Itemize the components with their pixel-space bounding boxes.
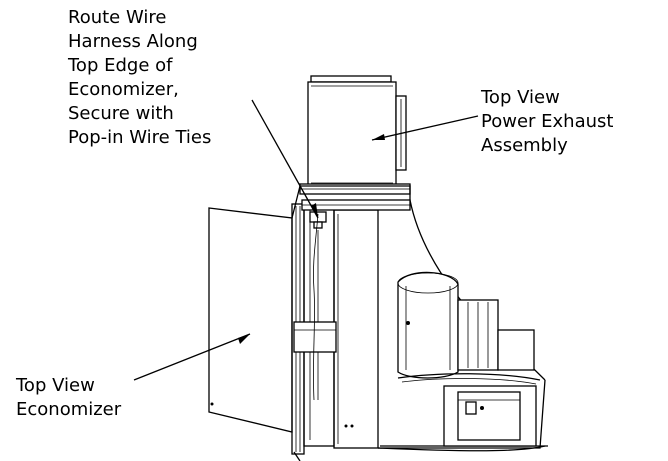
economizer-label: Top View Economizer	[16, 374, 121, 422]
route-wire-label: Route Wire Harness Along Top Edge of Eco…	[68, 6, 211, 150]
power-exhaust-line: Power Exhaust	[481, 111, 614, 132]
unit-frame	[291, 185, 411, 461]
power-exhaust-label: Top View Power Exhaust Assembly	[481, 86, 613, 158]
route-wire-line: Secure with	[68, 103, 174, 124]
economizer-line: Economizer	[16, 399, 122, 420]
leader-lines	[133, 99, 479, 381]
blower-wheel-upper	[397, 271, 535, 379]
wire-harness	[313, 213, 319, 401]
economizer-line: Top View	[16, 375, 95, 396]
power-exhaust-line: Top View	[481, 87, 560, 108]
route-wire-line: Route Wire	[68, 7, 167, 28]
route-wire-line: Top Edge of	[68, 55, 173, 76]
route-wire-line: Harness Along	[68, 31, 198, 52]
blower-wheel-lower	[397, 373, 541, 447]
route-wire-line: Pop-in Wire Ties	[68, 127, 212, 148]
route-wire-line: Economizer,	[68, 79, 179, 100]
economizer-panel	[208, 207, 293, 433]
power-exhaust-line: Assembly	[481, 135, 568, 156]
